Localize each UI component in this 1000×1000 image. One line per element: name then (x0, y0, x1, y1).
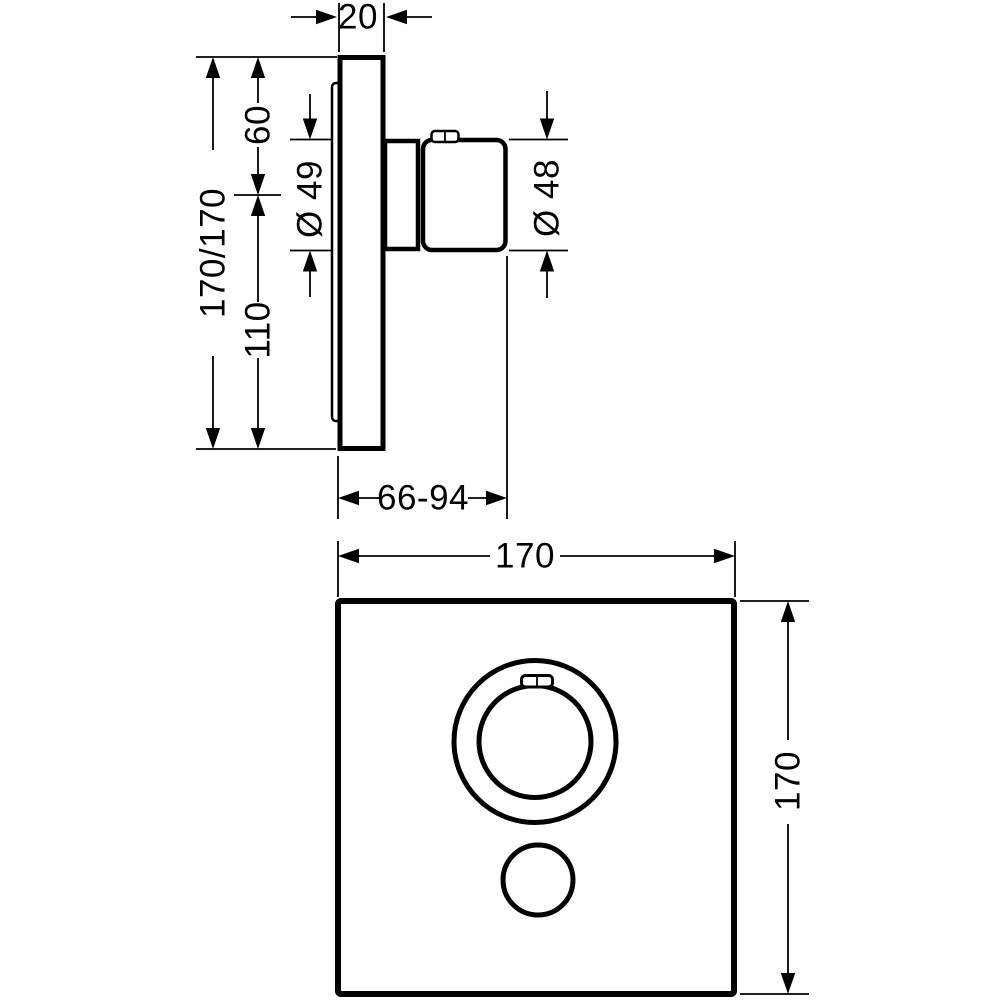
mixer-side-profile (330, 55, 508, 451)
arrowhead (714, 548, 735, 564)
wall-plate-side (337, 55, 386, 451)
arrowhead (250, 428, 266, 449)
dim-edge-to-axis-label: 60 (239, 105, 278, 145)
arrowhead (250, 174, 266, 195)
dim-front-width-label: 170 (495, 537, 555, 576)
select-button (500, 842, 576, 918)
handle-inner-ring (476, 683, 594, 800)
handle-grip-tab-side (430, 129, 460, 144)
handle-grip-tab-front (520, 674, 554, 689)
arrowhead (539, 118, 555, 140)
mixer-front-face (335, 598, 737, 997)
arrowhead (539, 250, 555, 272)
dim-plate-thickness: 20 (291, 0, 432, 52)
dim-installation-depth-label: 66-94 (377, 479, 469, 518)
arrowhead (205, 428, 221, 449)
arrowhead (386, 9, 407, 25)
dim-front-height-label: 170 (769, 751, 808, 811)
arrowhead (338, 490, 359, 506)
dim-plate-size-label: 170/170 (194, 188, 233, 318)
dim-plate-thickness-label: 20 (338, 0, 378, 37)
dim-installation-depth: 66-94 (337, 256, 508, 519)
dim-plate-size: 170/170 (194, 56, 337, 450)
dim-handle-diameter: Ø 48 (509, 91, 568, 298)
handle-stem-side (382, 138, 421, 252)
arrowhead (302, 118, 318, 140)
arrowhead (302, 250, 318, 272)
side-view: 20 170/170 60 110 (194, 0, 568, 519)
dim-edge-to-axis: 60 (234, 57, 281, 196)
dim-sleeve-diameter: Ø 49 (290, 94, 333, 297)
dim-sleeve-diameter-label: Ø 49 (291, 160, 330, 238)
front-view: 170 170 (335, 537, 809, 997)
arrowhead (486, 490, 507, 506)
dim-axis-to-bottom: 110 (239, 195, 278, 449)
arrowhead (780, 973, 796, 994)
arrowhead (205, 57, 221, 78)
arrowhead (250, 57, 266, 78)
dim-front-height: 170 (740, 600, 809, 995)
dim-front-width: 170 (337, 537, 736, 597)
dim-axis-to-bottom-label: 110 (239, 301, 278, 358)
handle-knob-side (420, 137, 508, 253)
arrowhead (338, 548, 359, 564)
dim-handle-diameter-label: Ø 48 (528, 159, 567, 237)
arrowhead (780, 601, 796, 622)
arrowhead (250, 195, 266, 216)
arrowhead (316, 9, 337, 25)
